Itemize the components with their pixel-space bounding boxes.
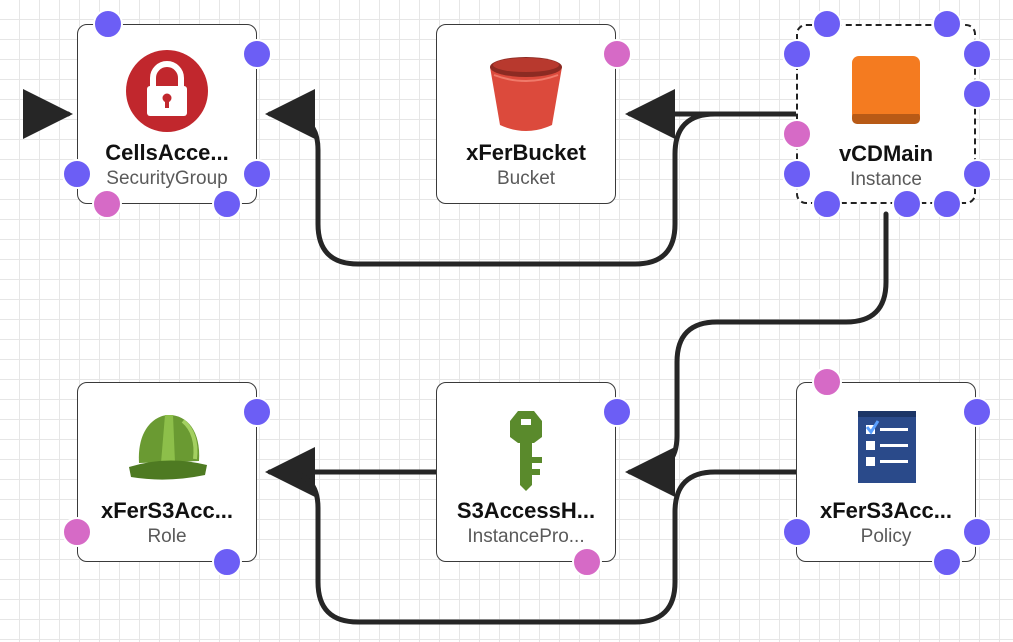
node-type: Instance (850, 169, 922, 190)
node-name: xFerS3Acc... (100, 498, 234, 523)
node-type: InstancePro... (467, 526, 585, 547)
node-name: vCDMain (838, 141, 934, 166)
key-icon (484, 407, 568, 491)
node-name: CellsAcce... (105, 140, 229, 165)
output-port[interactable] (242, 39, 272, 69)
output-port[interactable] (782, 517, 812, 547)
node-security-group[interactable]: CellsAcce... SecurityGroup (77, 24, 257, 204)
node-instance[interactable]: vCDMain Instance (796, 24, 976, 204)
node-type: SecurityGroup (106, 168, 228, 189)
input-port[interactable] (92, 189, 122, 219)
output-port[interactable] (962, 517, 992, 547)
node-name: xFerS3Acc... (819, 498, 953, 523)
output-port[interactable] (892, 189, 922, 219)
output-port[interactable] (962, 397, 992, 427)
output-port[interactable] (962, 39, 992, 69)
input-port[interactable] (812, 367, 842, 397)
output-port[interactable] (962, 79, 992, 109)
bucket-icon (484, 49, 568, 133)
node-name: xFerBucket (466, 140, 586, 165)
output-port[interactable] (812, 9, 842, 39)
connector-policy-to-role[interactable] (267, 469, 799, 625)
output-port[interactable] (602, 397, 632, 427)
connector-instance-to-instance-profile[interactable] (625, 211, 889, 497)
instance-icon (844, 50, 928, 134)
output-port[interactable] (242, 159, 272, 189)
output-port[interactable] (782, 39, 812, 69)
output-port[interactable] (932, 9, 962, 39)
output-port[interactable] (242, 397, 272, 427)
node-type: Bucket (496, 168, 556, 189)
hard-hat-icon (125, 407, 209, 491)
input-port[interactable] (62, 517, 92, 547)
input-port[interactable] (572, 547, 602, 577)
policy-document-icon (844, 407, 928, 491)
connector-instance-to-security-group[interactable] (265, 89, 799, 267)
node-bucket[interactable]: xFerBucket Bucket (436, 24, 616, 204)
node-type: Role (147, 526, 187, 547)
output-port[interactable] (212, 547, 242, 577)
node-name: S3AccessH... (456, 498, 596, 523)
node-type: Policy (860, 526, 912, 547)
output-port[interactable] (782, 159, 812, 189)
output-port[interactable] (62, 159, 92, 189)
node-role[interactable]: xFerS3Acc... Role (77, 382, 257, 562)
output-port[interactable] (962, 159, 992, 189)
input-port[interactable] (782, 119, 812, 149)
node-policy[interactable]: xFerS3Acc... Policy (796, 382, 976, 562)
node-instance-profile[interactable]: S3AccessH... InstancePro... (436, 382, 616, 562)
lock-icon (125, 49, 209, 133)
output-port[interactable] (93, 9, 123, 39)
output-port[interactable] (932, 189, 962, 219)
output-port[interactable] (932, 547, 962, 577)
output-port[interactable] (212, 189, 242, 219)
output-port[interactable] (812, 189, 842, 219)
input-port[interactable] (602, 39, 632, 69)
